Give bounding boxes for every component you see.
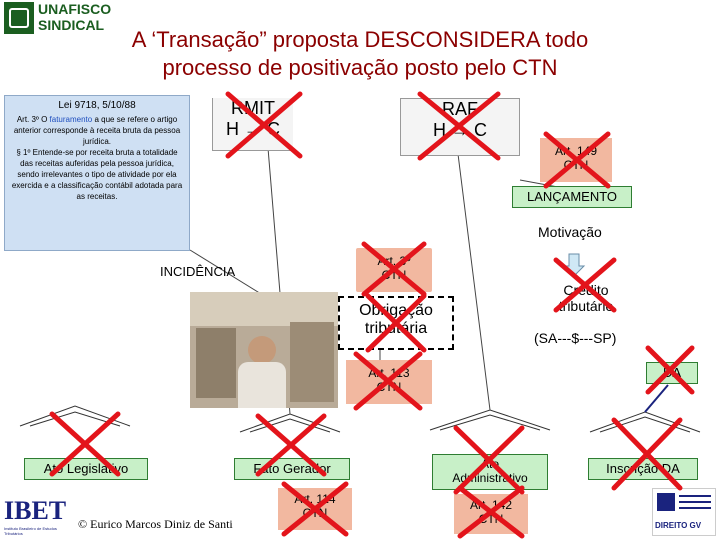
sa-label: (SA---$---SP) <box>534 330 617 346</box>
title-line2: processo de positivação posto pelo CTN <box>162 55 558 80</box>
fgv-logo-text: DIREITO GV <box>655 521 702 530</box>
motivacao-label: Motivação <box>538 224 602 240</box>
ibet-logo: IBET Instituto Brasileiro de Estudos Tri… <box>4 496 74 536</box>
unafisco-logo-line2: SINDICAL <box>38 17 105 33</box>
raf-line1: RAF <box>442 99 478 119</box>
x-mark-da <box>645 345 695 395</box>
x-mark-fato-gerador <box>255 413 327 477</box>
copyright-text: © Eurico Marcos Diniz de Santi <box>78 517 233 531</box>
x-mark-raf <box>417 91 501 161</box>
x-mark-inscricao-da <box>611 417 683 491</box>
unafisco-logo: UNAFISCO SINDICAL <box>4 2 111 34</box>
fgv-emblem-icon <box>657 493 675 511</box>
lei-text-part3: § 1º Entende-se por receita bruta a tota… <box>11 148 183 201</box>
lancamento-box: LANÇAMENTO <box>512 186 632 208</box>
x-mark-art3 <box>361 241 427 297</box>
x-mark-art114 <box>281 481 349 537</box>
lei-9718-box: Lei 9718, 5/10/88 Art. 3º O faturamento … <box>4 95 190 251</box>
lei-title: Lei 9718, 5/10/88 <box>58 100 136 111</box>
rmit-box: RMIT H → C <box>212 98 293 151</box>
ibet-logo-text: IBET <box>4 496 67 525</box>
unafisco-logo-line1: UNAFISCO <box>38 1 112 17</box>
title-line1: A ‘Transação” proposta DESCONSIDERA todo <box>131 27 589 52</box>
unafisco-emblem-icon <box>4 2 34 34</box>
lancamento-label: LANÇAMENTO <box>526 189 618 204</box>
shopkeeper-icon <box>248 336 276 364</box>
x-mark-art149 <box>543 131 611 189</box>
obrigacao-line2: tributária <box>364 320 428 337</box>
lei-text-part1: Art. 3º O <box>16 115 50 124</box>
shop-photo <box>190 292 338 408</box>
direito-gv-logo: DIREITO GV <box>652 488 716 536</box>
x-mark-ato-legislativo <box>49 411 121 477</box>
x-mark-art142 <box>457 485 525 539</box>
page-title: A ‘Transação” proposta DESCONSIDERA todo… <box>60 26 660 82</box>
x-mark-ato-administrativo <box>453 425 525 495</box>
lei-text-part2: a que se refere o artigo anterior corres… <box>13 115 181 146</box>
x-mark-credito <box>553 257 617 313</box>
credito-line2: tributário <box>558 298 614 314</box>
ibet-logo-subtext: Instituto Brasileiro de Estudos Tributár… <box>4 526 57 536</box>
lei-text: Art. 3º O faturamento a que se refere o … <box>11 114 183 202</box>
lei-text-highlight: faturamento <box>49 115 93 124</box>
x-mark-obrigacao <box>365 293 427 353</box>
x-mark-rmit <box>225 91 303 159</box>
incidencia-label: INCIDÊNCIA <box>160 264 236 279</box>
x-mark-art113 <box>353 351 423 411</box>
